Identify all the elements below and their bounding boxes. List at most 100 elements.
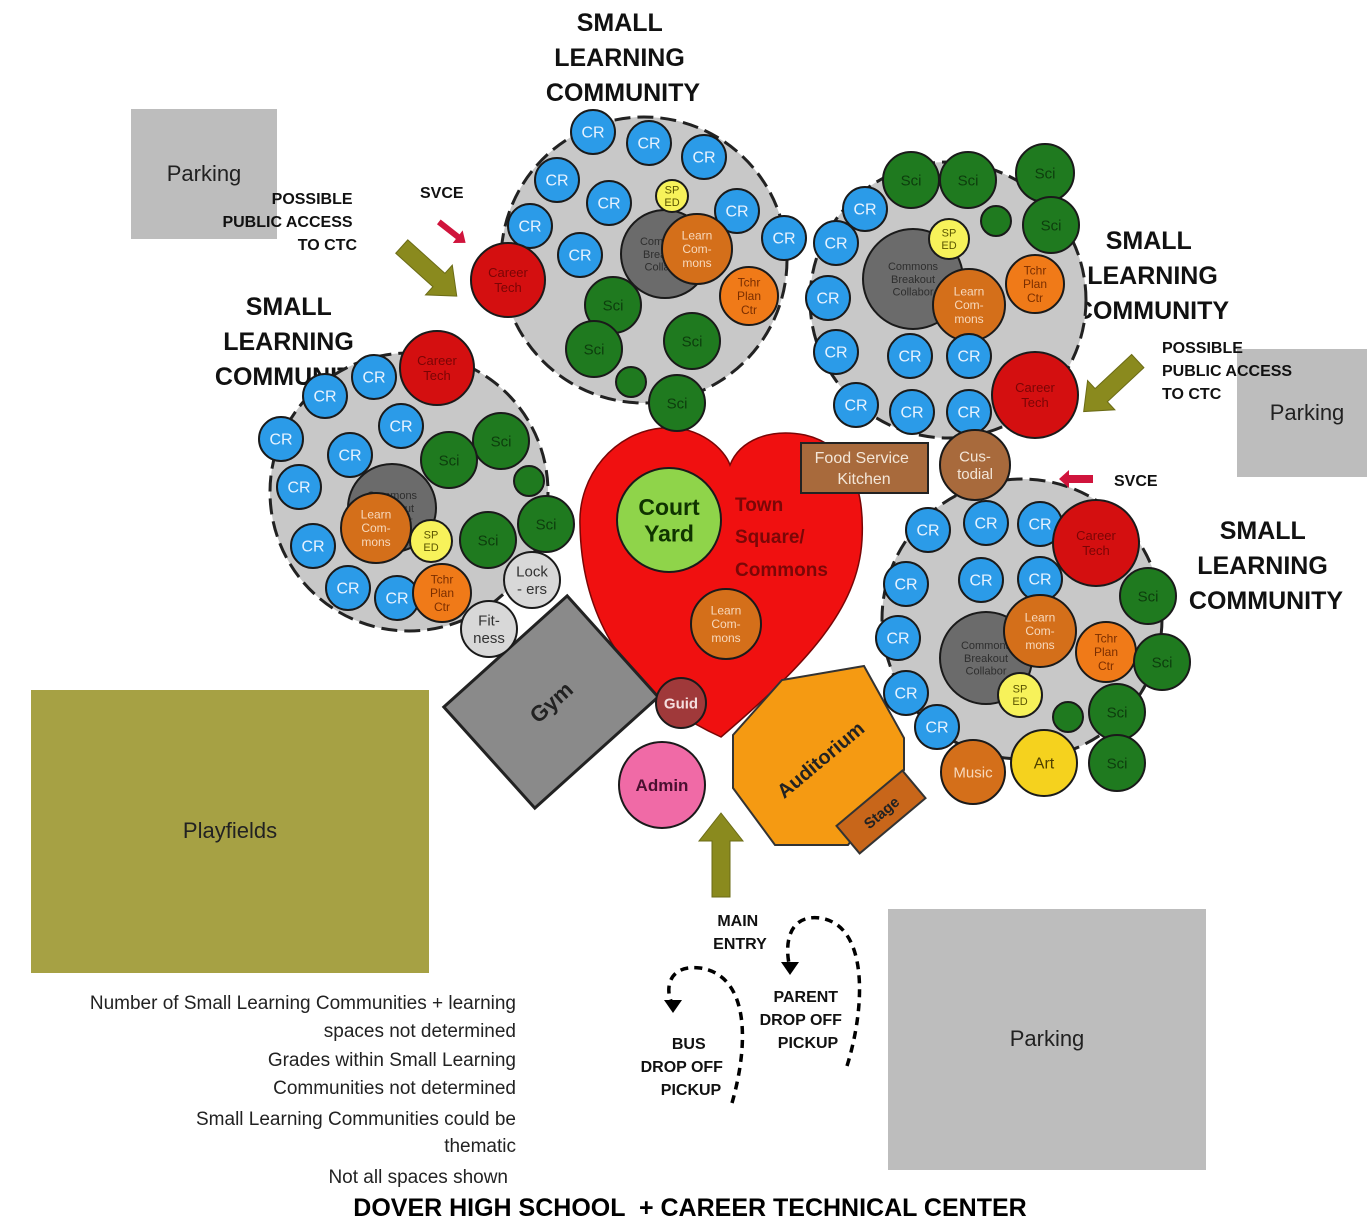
science-room: Sci: [1088, 734, 1146, 792]
classroom-label: CR: [894, 686, 917, 703]
classroom-label: CR: [925, 720, 948, 737]
classroom: CR: [813, 329, 859, 375]
admin-shape: [618, 741, 706, 829]
classroom-shape: [258, 416, 304, 462]
food-service-line: Kitchen: [837, 471, 890, 488]
career-tech-label-line: Tech: [423, 368, 450, 383]
teacher-planning-center-label-line: Ctr: [741, 303, 757, 317]
commons-breakout-label-line: Breakout: [964, 653, 1008, 665]
classroom-shape: [833, 382, 879, 428]
classroom-label-line: CR: [974, 516, 997, 533]
learning-commons-shape: [690, 588, 762, 660]
career-tech-label-line: Career: [417, 353, 457, 368]
lockers-shape: [503, 551, 561, 609]
commons-breakout-label-line: Commons: [888, 261, 939, 273]
science-room-label: Sci: [584, 341, 605, 358]
classroom-label: CR: [385, 591, 408, 608]
classroom-label-line: CR: [894, 577, 917, 594]
classroom-label: CR: [974, 516, 997, 533]
classroom: CR: [351, 354, 397, 400]
classroom-shape: [276, 464, 322, 510]
classroom-label-line: CR: [894, 686, 917, 703]
classroom-label-line: CR: [338, 448, 361, 465]
classroom-label: CR: [336, 581, 359, 598]
heading-line: SMALL: [246, 293, 332, 321]
custodial-label-line: todial: [957, 466, 993, 483]
note-line: Grades within Small Learning: [268, 1050, 516, 1071]
arrow-shape: [1059, 470, 1093, 488]
food-service-line: Food Service: [815, 450, 909, 467]
classroom-label: CR: [692, 150, 715, 167]
science-room-label: Sci: [1041, 217, 1062, 234]
stage: Stage: [835, 769, 927, 855]
parent-loop-path: [785, 916, 862, 1067]
stage-shape: [835, 769, 927, 855]
classroom-label: CR: [597, 196, 620, 213]
classroom: CR: [378, 403, 424, 449]
lockers-label: Lock- ers: [516, 564, 548, 598]
music-room-shape: [940, 739, 1006, 805]
access-line: POSSIBLE: [1162, 340, 1243, 357]
classroom-label-line: CR: [898, 349, 921, 366]
learning-commons-label-line: mons: [1025, 638, 1054, 652]
science-room: [1052, 701, 1084, 733]
science-room-label: Sci: [958, 172, 979, 189]
art-room: Art: [1010, 729, 1078, 797]
teacher-planning-center-label-line: Ctr: [1098, 659, 1114, 673]
classroom-label: CR: [287, 480, 310, 497]
note-line: Small Learning Communities could be: [196, 1109, 516, 1130]
guidance: Guid: [655, 677, 707, 729]
science-room: Sci: [939, 151, 997, 209]
learning-commons-label-line: Com-: [1025, 624, 1054, 638]
classroom-shape: [883, 670, 929, 716]
classroom: CR: [586, 180, 632, 226]
classroom-shape: [805, 275, 851, 321]
public-access-label-nw: POSSIBLE PUBLIC ACCESS TO CTC: [222, 191, 357, 254]
classroom-label: CR: [824, 236, 847, 253]
classroom: CR: [883, 670, 929, 716]
classroom-shape: [842, 186, 888, 232]
teacher-planning-center-label-line: Tchr: [738, 275, 761, 289]
classroom-label: CR: [894, 577, 917, 594]
classroom-label-line: CR: [957, 405, 980, 422]
public-access-label-east: POSSIBLE PUBLIC ACCESS TO CTC: [1162, 340, 1297, 403]
classroom: CR: [761, 215, 807, 261]
page-title: DOVER HIGH SCHOOL + CAREER TECHNICAL CEN…: [353, 1194, 1026, 1222]
learning-commons-label-line: mons: [361, 535, 390, 549]
career-tech-label-line: Tech: [494, 280, 521, 295]
science-room-label: Sci: [491, 433, 512, 450]
science-room: [615, 366, 647, 398]
custodial-label: Cus-todial: [957, 449, 993, 483]
classroom-label-line: CR: [853, 202, 876, 219]
svce-label-east: SVCE: [1114, 473, 1158, 490]
classroom-shape: [327, 432, 373, 478]
career-tech-shape: [991, 351, 1079, 439]
science-room: [980, 205, 1012, 237]
classroom-label-line: CR: [969, 573, 992, 590]
classroom-label-line: CR: [1028, 517, 1051, 534]
career-tech-shape: [1052, 499, 1140, 587]
sp-ed-room-shape: [409, 519, 453, 563]
classroom-shape: [586, 180, 632, 226]
slc-heading-north: SMALL LEARNING COMMUNITY: [546, 9, 700, 107]
classroom-label: CR: [853, 202, 876, 219]
classroom: CR: [557, 232, 603, 278]
classroom-shape: [507, 203, 553, 249]
science-room-label-line: Sci: [682, 333, 703, 350]
classroom-label: CR: [900, 405, 923, 422]
arrow-svce-north: [436, 219, 466, 243]
classroom-label: CR: [338, 448, 361, 465]
lockers-label-line: Lock: [516, 564, 548, 581]
classroom-label: CR: [389, 419, 412, 436]
